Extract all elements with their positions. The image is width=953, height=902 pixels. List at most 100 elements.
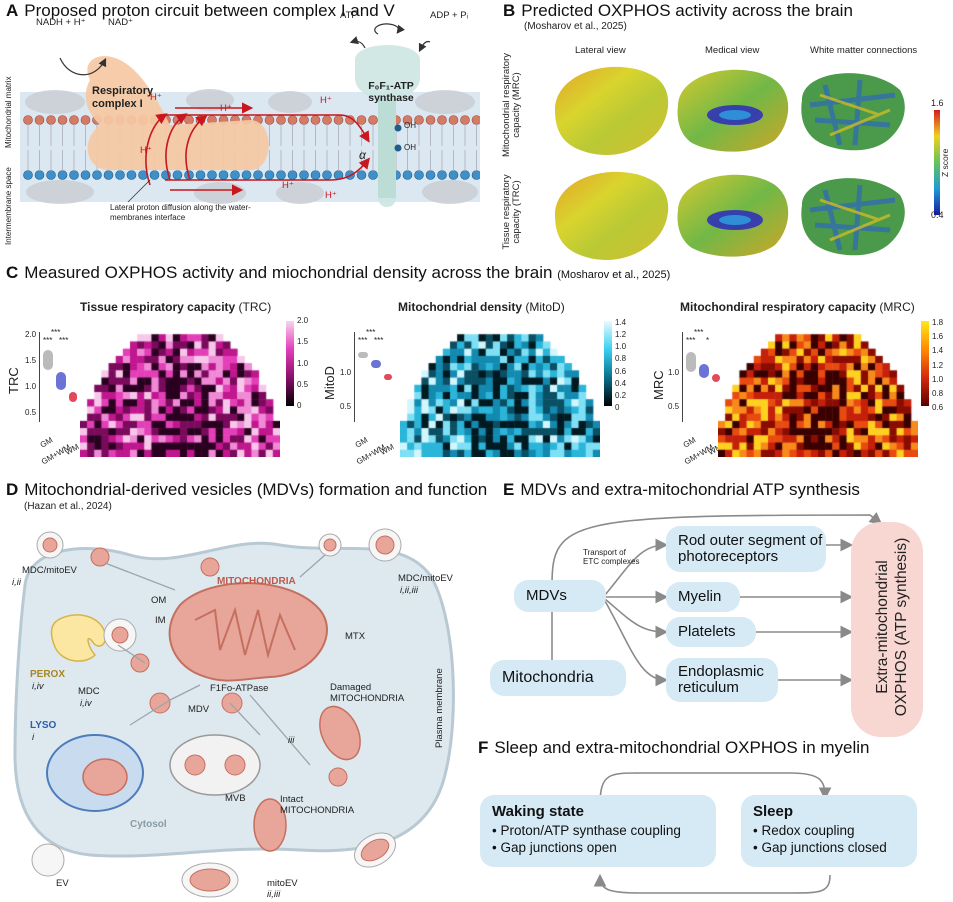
mrc-map-title-bold: Mitochondiral respiratory capacity — [680, 300, 877, 314]
waking-item: • Proton/ATP synthase coupling — [492, 822, 681, 838]
mdc-mitoev-right-refs: i,ii,iii — [400, 585, 418, 596]
lyso-label: LYSO — [30, 720, 57, 731]
mvb-label: MVB — [225, 793, 246, 804]
mdv-label: MDV — [188, 704, 210, 715]
mrc-ytick: 0.5 — [668, 402, 680, 411]
intact-mitochondria — [253, 798, 287, 852]
sig-marker: *** — [366, 328, 376, 337]
im-label: IM — [155, 615, 166, 626]
panel-d-title-text: Mitochondrial-derived vesicles (MDVs) fo… — [24, 480, 488, 499]
panel-b-title-text: Predicted OXPHOS activity across the bra… — [521, 1, 853, 20]
mdc-refs: i,iv — [80, 698, 92, 709]
peroxisome — [50, 614, 107, 662]
mtx-label: MTX — [345, 631, 366, 642]
adp-label: ADP + Pᵢ — [430, 10, 469, 21]
sig-marker: *** — [43, 336, 53, 345]
mrc-map-title: Mitochondiral respiratory capacity (MRC) — [680, 300, 915, 314]
mitochondria-big — [168, 582, 328, 682]
oh-label: OH — [404, 121, 416, 130]
intact-label: Intact MITOCHONDRIA — [280, 794, 355, 816]
cbar-max: 1.6 — [931, 98, 944, 108]
ev-vesicle — [31, 843, 65, 877]
proton-label: H⁺ — [140, 145, 152, 156]
plasma-membrane-label: Plasma membrane — [434, 668, 445, 748]
proton-circuit-diagram: (function(){var s=document.currentScript… — [20, 23, 480, 207]
sleep-item: • Redox coupling — [753, 822, 855, 838]
trc-dotplot: 2.0 1.5 1.0 0.5 *** *** *** — [25, 328, 85, 430]
panel-d-citation: (Hazan et al., 2024) — [24, 501, 112, 512]
panel-a-title-text: Proposed proton circuit between complex … — [24, 1, 395, 20]
synthase-label: F₀F₁-ATP synthase — [368, 80, 414, 105]
trc-row-label: Tissue respiratory capacity (TRC) — [501, 174, 523, 250]
colorbar-tick: 0.4 — [615, 378, 627, 388]
brain-maps — [555, 66, 940, 260]
panel-f-title-text: Sleep and extra-mitochondrial OXPHOS in … — [494, 738, 870, 757]
trc-ytick: 1.5 — [25, 356, 37, 365]
mdc-label: MDC — [78, 686, 100, 697]
membrane-proteins — [25, 89, 478, 204]
trc-map-title-bold: Tissue respiratory capacity — [80, 300, 236, 314]
mitod-dotplot: 1.0 0.5 *** *** *** — [340, 328, 400, 430]
colorbar-tick: 1.4 — [615, 318, 627, 327]
mdvs-node: MDVs — [514, 580, 606, 612]
colorbar-tick: 1.0 — [932, 374, 944, 384]
trc-ytick: 2.0 — [25, 330, 37, 339]
nadh-label: NADH + H⁺ — [36, 17, 86, 28]
zscore-colorbar — [934, 110, 940, 215]
damaged-label: Damaged MITOCHONDRIA — [330, 682, 405, 704]
om-label: OM — [151, 595, 167, 606]
transport-label: Transport of ETC complexes — [583, 548, 640, 566]
sleep-cycle-arrows — [593, 772, 832, 894]
white-matter-label: White matter connections — [810, 45, 918, 56]
panel-e-letter: E — [503, 480, 515, 499]
sig-marker: *** — [59, 336, 69, 345]
target-rod-photoreceptors: Rod outer segment of photoreceptors — [666, 526, 826, 572]
complex-one-label: Respiratory complex I — [92, 85, 154, 110]
mdv-vesicle — [149, 692, 171, 714]
sig-marker: *** — [51, 328, 61, 337]
trc-map-title-abbr: (TRC) — [238, 300, 272, 314]
panel-b-letter: B — [503, 1, 516, 20]
colorbar-tick: 0.8 — [615, 354, 627, 364]
mrc-colorbar — [921, 321, 929, 406]
lateral-view-label: Lateral view — [575, 45, 626, 56]
mitod-ytick: 1.0 — [340, 368, 352, 377]
colorbar-tick: 2.0 — [297, 316, 309, 325]
atp-synthase-shape — [355, 45, 420, 207]
perox-label: PEROX — [30, 669, 66, 680]
mitod-colorbar — [604, 321, 612, 406]
mrc-ylabel: MRC — [651, 370, 666, 400]
colorbar-tick: 1.8 — [932, 318, 944, 327]
cbar-min: 0.4 — [931, 210, 944, 220]
panel-c-citation: (Mosharov et al., 2025) — [557, 269, 671, 281]
proton-label: H⁺ — [150, 92, 162, 103]
colorbar-tick: 1.2 — [932, 360, 944, 370]
target-platelets: Platelets — [666, 617, 756, 647]
panel-e-title-text: MDVs and extra-mitochondrial ATP synthes… — [520, 480, 860, 499]
mdv-flow-arrows — [545, 512, 883, 687]
mrc-dotplot: 1.0 0.5 *** *** * — [668, 328, 728, 430]
colorbar-tick: 1.0 — [297, 358, 309, 368]
alpha-label: α — [359, 148, 366, 162]
mitochondria-node: Mitochondria — [490, 660, 626, 696]
colorbar-tick: 0.8 — [932, 388, 944, 398]
sleep-item: • Gap junctions closed — [753, 839, 887, 855]
trc-ytick: 0.5 — [25, 408, 37, 417]
trc-heatmap — [80, 327, 280, 457]
mrc-row-label: Mitochondrial respiratory capacity (MRC) — [501, 53, 523, 158]
group-gm: GM — [681, 435, 698, 450]
panel-e-title: E MDVs and extra-mitochondrial ATP synthe… — [503, 480, 860, 500]
colorbar-tick: 0.2 — [615, 390, 627, 400]
target-endoplasmic-reticulum: Endoplasmic reticulum — [666, 658, 778, 702]
mrc-ytick: 1.0 — [668, 368, 680, 377]
perox-refs: i,iv — [32, 681, 44, 692]
outcome-label: Extra-mitochondrial OXPHOS (ATP synthesi… — [874, 537, 911, 717]
waking-item: • Gap junctions open — [492, 839, 617, 855]
oh-label: OH — [404, 143, 416, 152]
